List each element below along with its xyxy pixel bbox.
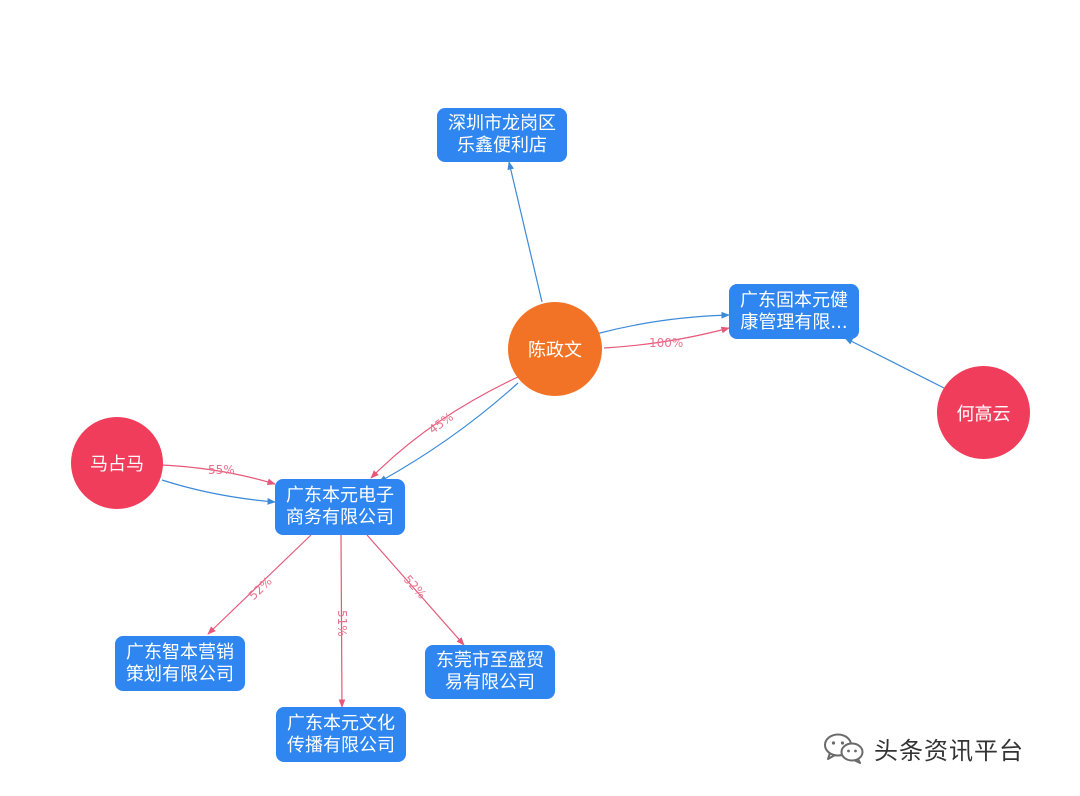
company-node-zhiben-yingxiao[interactable]: 广东智本营销 策划有限公司 xyxy=(115,636,245,691)
company-node-dongguan-zhisheng[interactable]: 东莞市至盛贸 易有限公司 xyxy=(425,645,555,699)
company-node-benyuan-wenhua[interactable]: 广东本元文化 传播有限公司 xyxy=(276,707,406,762)
company-node-shenzhen-lexin[interactable]: 深圳市龙岗区 乐鑫便利店 xyxy=(437,108,567,162)
person-name: 陈政文 xyxy=(528,340,582,361)
edge-label-55: 55% xyxy=(208,463,235,477)
person-node-chen-zhengwen[interactable]: 陈政文 xyxy=(508,302,602,396)
edge-label-100: 100% xyxy=(649,336,683,350)
edge-label-52a: 52% xyxy=(246,574,275,603)
company-name-line2: 康管理有限... xyxy=(740,311,848,333)
company-name-line1: 广东固本元健 xyxy=(740,289,848,311)
person-node-he-gaoyun[interactable]: 何高云 xyxy=(937,366,1030,459)
company-name-line2: 传播有限公司 xyxy=(287,734,395,756)
person-node-ma-zhanma[interactable]: 马占马 xyxy=(71,417,163,509)
company-node-guben-yuan[interactable]: 广东固本元健 康管理有限... xyxy=(729,284,859,339)
wechat-icon xyxy=(824,733,864,764)
edge-dianzi-wenhua xyxy=(338,534,346,708)
edge-chen-shenzhen xyxy=(507,161,543,303)
edge-ma-dianzi-blue xyxy=(161,479,276,505)
company-name-line1: 广东智本营销 xyxy=(126,641,234,663)
edge-ma-dianzi-red xyxy=(161,464,276,486)
company-name-line1: 东莞市至盛贸 xyxy=(436,650,544,671)
company-name-line1: 广东本元文化 xyxy=(287,712,395,734)
company-name-line2: 策划有限公司 xyxy=(126,663,234,685)
edge-label-52b: 52% xyxy=(401,572,429,601)
company-name-line1: 广东本元电子 xyxy=(286,485,394,506)
edge-chen-dianzi-blue xyxy=(378,382,519,483)
company-name-line2: 乐鑫便利店 xyxy=(457,135,547,156)
watermark-text: 头条资讯平台 xyxy=(874,736,1024,765)
person-name: 何高云 xyxy=(956,403,1011,425)
edge-chen-guben-blue xyxy=(595,311,730,335)
watermark: 头条资讯平台 xyxy=(822,730,1024,766)
edge-chen-dianzi-red xyxy=(370,375,521,479)
edge-label-51: 51% xyxy=(335,610,349,637)
person-name: 马占马 xyxy=(90,454,144,475)
company-node-benyuan-dianzi[interactable]: 广东本元电子 商务有限公司 xyxy=(275,479,405,535)
edge-dianzi-dongguan xyxy=(366,534,465,646)
company-name-line2: 易有限公司 xyxy=(445,672,535,693)
company-name-line2: 商务有限公司 xyxy=(286,507,394,528)
company-name-line1: 深圳市龙岗区 xyxy=(448,113,556,134)
edge-he-guben xyxy=(844,337,945,389)
edge-chen-guben-red xyxy=(603,326,730,349)
edge-dianzi-zhiben xyxy=(207,534,312,635)
